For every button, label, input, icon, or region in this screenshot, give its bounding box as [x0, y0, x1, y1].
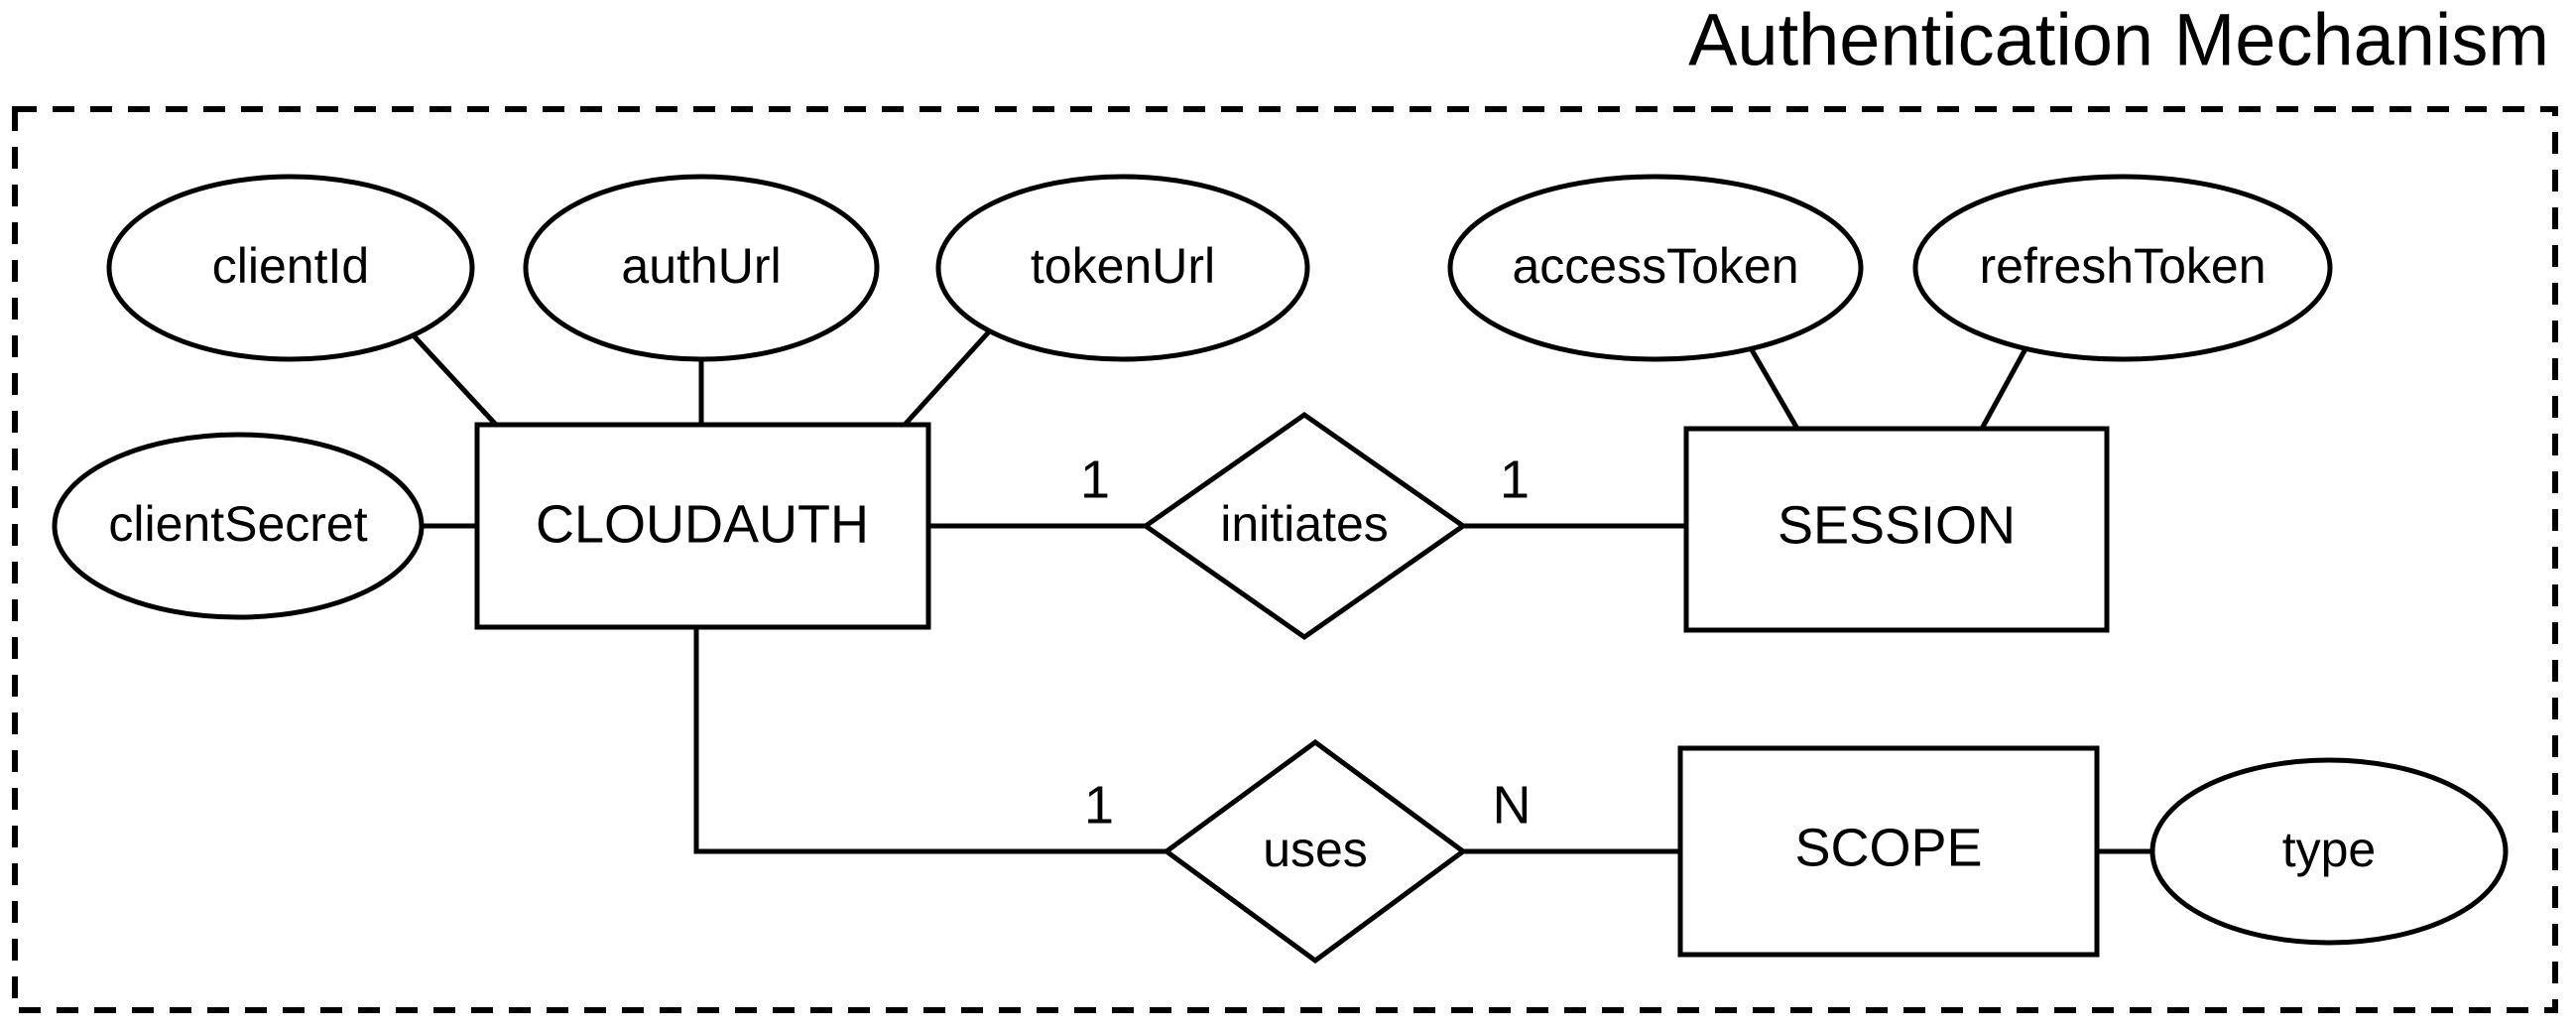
attribute-label-type: type — [2282, 822, 2377, 877]
cardinality-uses-right: N — [1493, 775, 1532, 835]
relationship-diamond-uses[interactable] — [1162, 738, 1468, 965]
cardinality-uses-left: 1 — [1084, 775, 1114, 835]
attribute-label-tokenurl: tokenUrl — [1031, 238, 1215, 294]
cardinality-initiates-left: 1 — [1080, 450, 1110, 509]
attribute-label-authurl: authUrl — [621, 238, 781, 294]
attribute-label-accesstoken: accessToken — [1512, 238, 1798, 294]
attribute-ellipse-type[interactable] — [2149, 757, 2509, 946]
attribute-label-refreshtoken: refreshToken — [1979, 238, 2266, 294]
entity-label-scope: SCOPE — [1794, 818, 1982, 877]
connector-cloudauth-uses — [693, 625, 1166, 854]
relationship-label-uses: uses — [1263, 822, 1368, 877]
entity-box-session[interactable] — [1683, 426, 2110, 633]
entity-label-cloudauth: CLOUDAUTH — [536, 494, 869, 554]
attribute-label-clientid: clientId — [212, 238, 369, 294]
diagram-boundary-dashed-rect — [12, 106, 2558, 1013]
cardinality-initiates-right: 1 — [1500, 450, 1530, 509]
attribute-ellipse-refreshtoken[interactable] — [1912, 174, 2333, 362]
attribute-ellipse-authurl[interactable] — [523, 174, 880, 362]
attribute-ellipse-clientid[interactable] — [106, 174, 475, 362]
entity-box-cloudauth[interactable] — [474, 422, 931, 630]
entity-label-session: SESSION — [1778, 495, 2016, 555]
relationship-diamond-initiates[interactable] — [1141, 411, 1468, 641]
diagram-title: Authentication Mechanism — [1688, 0, 2549, 81]
relationship-label-initiates: initiates — [1220, 496, 1389, 552]
attribute-ellipse-clientsecret[interactable] — [52, 432, 425, 620]
connector-tokenurl-cloudauth — [903, 316, 1004, 427]
attribute-ellipse-accesstoken[interactable] — [1447, 174, 1864, 362]
entity-box-scope[interactable] — [1677, 745, 2100, 958]
attribute-ellipse-tokenurl[interactable] — [935, 174, 1310, 362]
attribute-label-clientsecret: clientSecret — [108, 496, 367, 552]
